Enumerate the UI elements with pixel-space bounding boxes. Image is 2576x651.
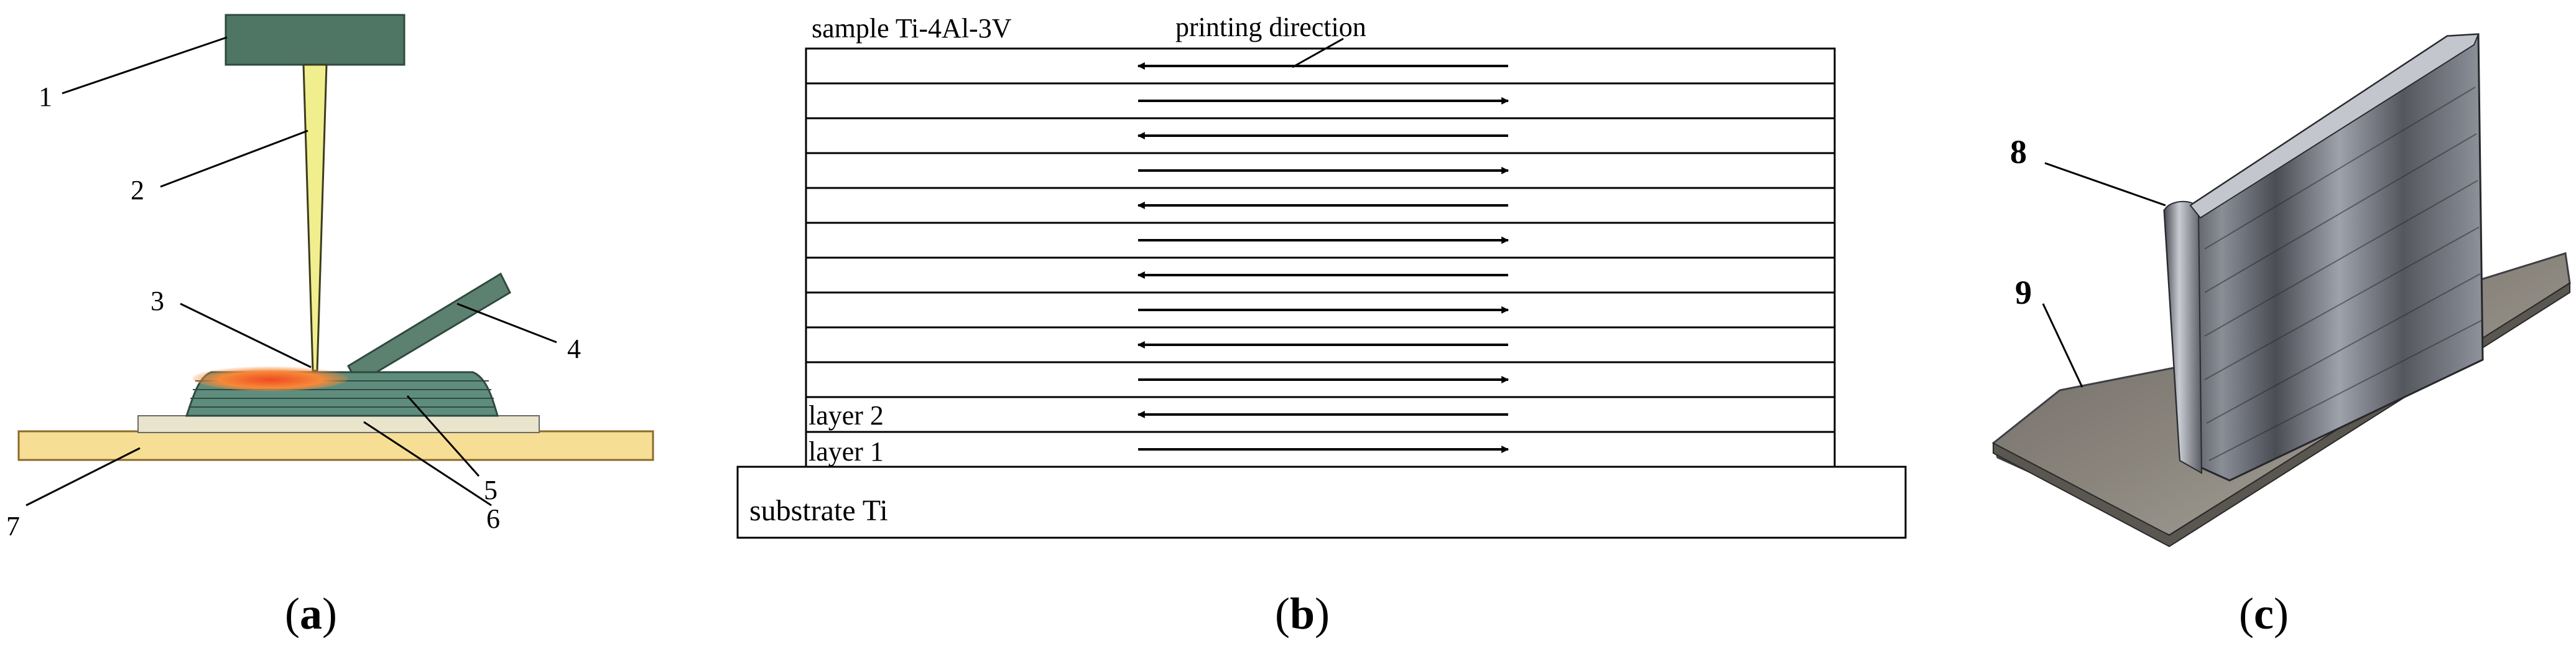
substrate-label: substrate Ti [749,494,888,527]
caption-c: (c) [2239,589,2289,639]
callout-8: 8 [2010,133,2027,171]
wall-front-edge [2163,200,2203,474]
callout-9: 9 [2015,274,2032,311]
wall-top-edge [2189,33,2480,219]
callout-4: 4 [567,334,581,364]
layer-2-label: layer 2 [808,400,884,431]
interlayer-plate [137,415,540,433]
panel-b: substrate Ti sample Ti-4Al-3V printing d… [736,12,1907,639]
caption-a: (a) [285,589,337,639]
layer-1 [805,431,1836,468]
panel-c: 8 9 (c) [1992,33,2571,639]
callout-leaders-c [2042,162,2166,388]
laser-beam [302,63,328,372]
callout-1: 1 [39,82,52,112]
panel-a: 1 2 3 4 5 6 7 (a) [6,14,654,639]
callout-7: 7 [6,511,20,541]
callout-numbers: 1 2 3 4 5 6 7 [6,82,581,541]
callout-5: 5 [484,475,498,505]
callout-leaders [25,36,557,507]
callout-3: 3 [151,286,164,316]
printed-wall [2163,33,2484,482]
substrate-plate [17,430,654,461]
melt-pool [193,366,348,391]
sample-label: sample Ti-4Al-3V [812,13,1012,44]
powder-nozzle [347,272,511,385]
callout-6: 6 [486,503,500,534]
layer-1-label: layer 1 [808,436,884,467]
caption-b: (b) [1275,589,1330,639]
substrate-block [736,466,1907,539]
callout-2: 2 [131,175,144,205]
printing-direction-leader [1292,37,1344,68]
plate-edge [1993,282,2570,548]
laser-head [225,14,405,66]
printing-direction-label: printing direction [1175,12,1366,42]
layer-stack [805,47,1836,468]
wall-texture [2204,87,2482,461]
